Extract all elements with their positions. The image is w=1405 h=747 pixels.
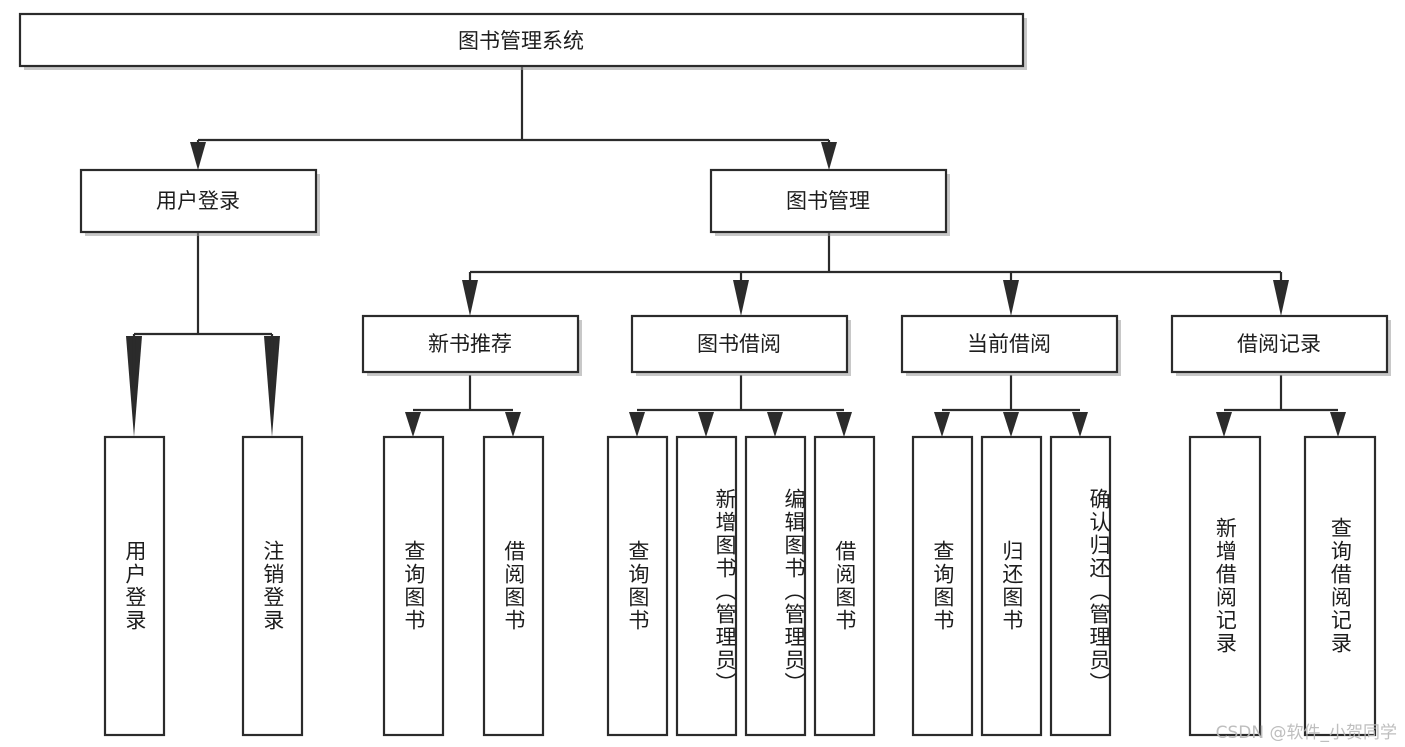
node-root[interactable]: 图书管理系统: [18, 12, 1027, 70]
node-user-login-label: 用户登录: [156, 189, 240, 213]
arrow-head-leaf-borrow-book-1: [505, 412, 521, 437]
node-user-login[interactable]: 用户登录: [79, 168, 320, 236]
node-book-borrow[interactable]: 图书借阅: [630, 314, 851, 376]
arrow-head-borrow-record: [1273, 280, 1289, 316]
arrow-head-leaf-return-book: [1003, 412, 1019, 437]
leaf-box-borrow-book-1[interactable]: [482, 435, 545, 737]
arrow-head-leaf-query-book-3: [934, 412, 950, 437]
arrow-head-book-borrow: [733, 280, 749, 316]
leaf-box-confirm-return[interactable]: [1049, 435, 1112, 737]
leaf-box-add-book[interactable]: [675, 435, 738, 737]
arrow-head-leaf-edit-book: [767, 412, 783, 437]
node-borrow-record[interactable]: 借阅记录: [1170, 314, 1391, 376]
leaf-box-edit-book[interactable]: [744, 435, 807, 737]
leaf-box-query-book-3[interactable]: [911, 435, 974, 737]
leaf-box-borrow-book-2[interactable]: [813, 435, 876, 737]
arrow-head-user-login: [190, 142, 206, 170]
arrow-head-leaf-confirm-return: [1072, 412, 1088, 437]
csdn-watermark: CSDN @软件_小贺同学: [1215, 723, 1397, 743]
arrow-head-book-management: [821, 142, 837, 170]
node-new-book-recommend[interactable]: 新书推荐: [361, 314, 582, 376]
leaf-box-add-record[interactable]: [1188, 435, 1262, 737]
leaf-box-user-logout[interactable]: [241, 435, 304, 737]
leaf-box-query-book-2[interactable]: [606, 435, 669, 737]
arrow-head-leaf-add-record: [1216, 412, 1232, 437]
arrow-head-leaf-query-record: [1330, 412, 1346, 437]
node-current-borrow-label: 当前借阅: [967, 332, 1051, 356]
leaf-box-return-book[interactable]: [980, 435, 1043, 737]
node-new-book-recommend-label: 新书推荐: [428, 332, 512, 356]
node-root-label: 图书管理系统: [458, 29, 584, 53]
arrow-head-new-book-recommend: [462, 280, 478, 316]
node-current-borrow[interactable]: 当前借阅: [900, 314, 1121, 376]
arrow-head-leaf-query-book-1: [405, 412, 421, 437]
node-borrow-record-label: 借阅记录: [1237, 332, 1321, 356]
arrow-head-leaf-borrow-book-2: [836, 412, 852, 437]
node-book-borrow-label: 图书借阅: [697, 332, 781, 356]
leaf-box-layer: [103, 435, 1377, 737]
arrow-head-leaf-add-book: [698, 412, 714, 437]
node-book-management[interactable]: 图书管理: [709, 168, 950, 236]
leaf-box-query-record[interactable]: [1303, 435, 1377, 737]
leaf-box-user-login[interactable]: [103, 435, 166, 737]
leaf-box-query-book-1[interactable]: [382, 435, 445, 737]
connector-layer: [126, 66, 1346, 437]
arrow-head-current-borrow: [1003, 280, 1019, 316]
arrow-head-leaf-query-book-2: [629, 412, 645, 437]
node-book-management-label: 图书管理: [786, 189, 870, 213]
